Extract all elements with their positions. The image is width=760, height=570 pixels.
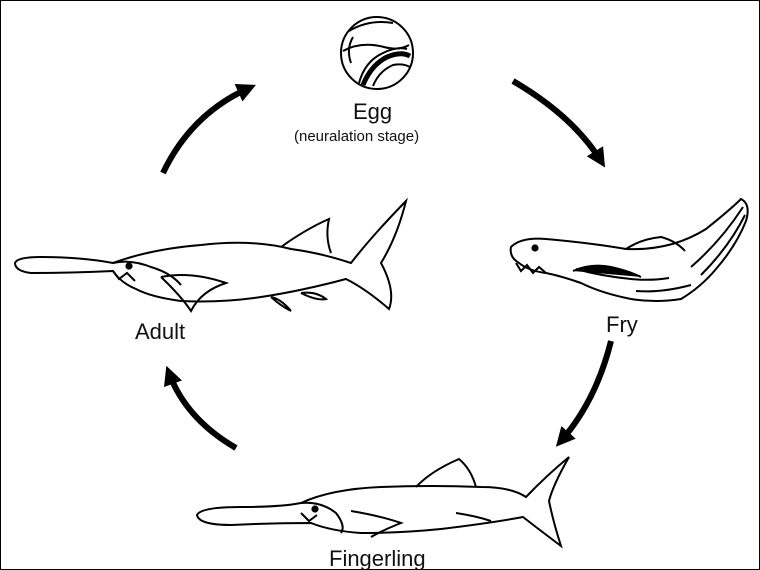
- arrow-fry-to-fingerling: [561, 341, 611, 441]
- egg-sublabel: (neuralation stage): [294, 128, 419, 145]
- arrow-egg-to-fry: [513, 81, 601, 161]
- egg-label: Egg: [353, 99, 392, 125]
- arrow-fingerling-to-adult: [169, 373, 236, 448]
- adult-label: Adult: [135, 319, 185, 345]
- fingerling-label: Fingerling: [329, 546, 426, 570]
- adult-illustration: [15, 201, 406, 311]
- fry-illustration: [511, 199, 748, 301]
- arrow-adult-to-egg: [163, 88, 249, 173]
- egg-illustration: [341, 17, 413, 89]
- fry-label: Fry: [606, 312, 638, 338]
- fingerling-illustration: [197, 457, 569, 546]
